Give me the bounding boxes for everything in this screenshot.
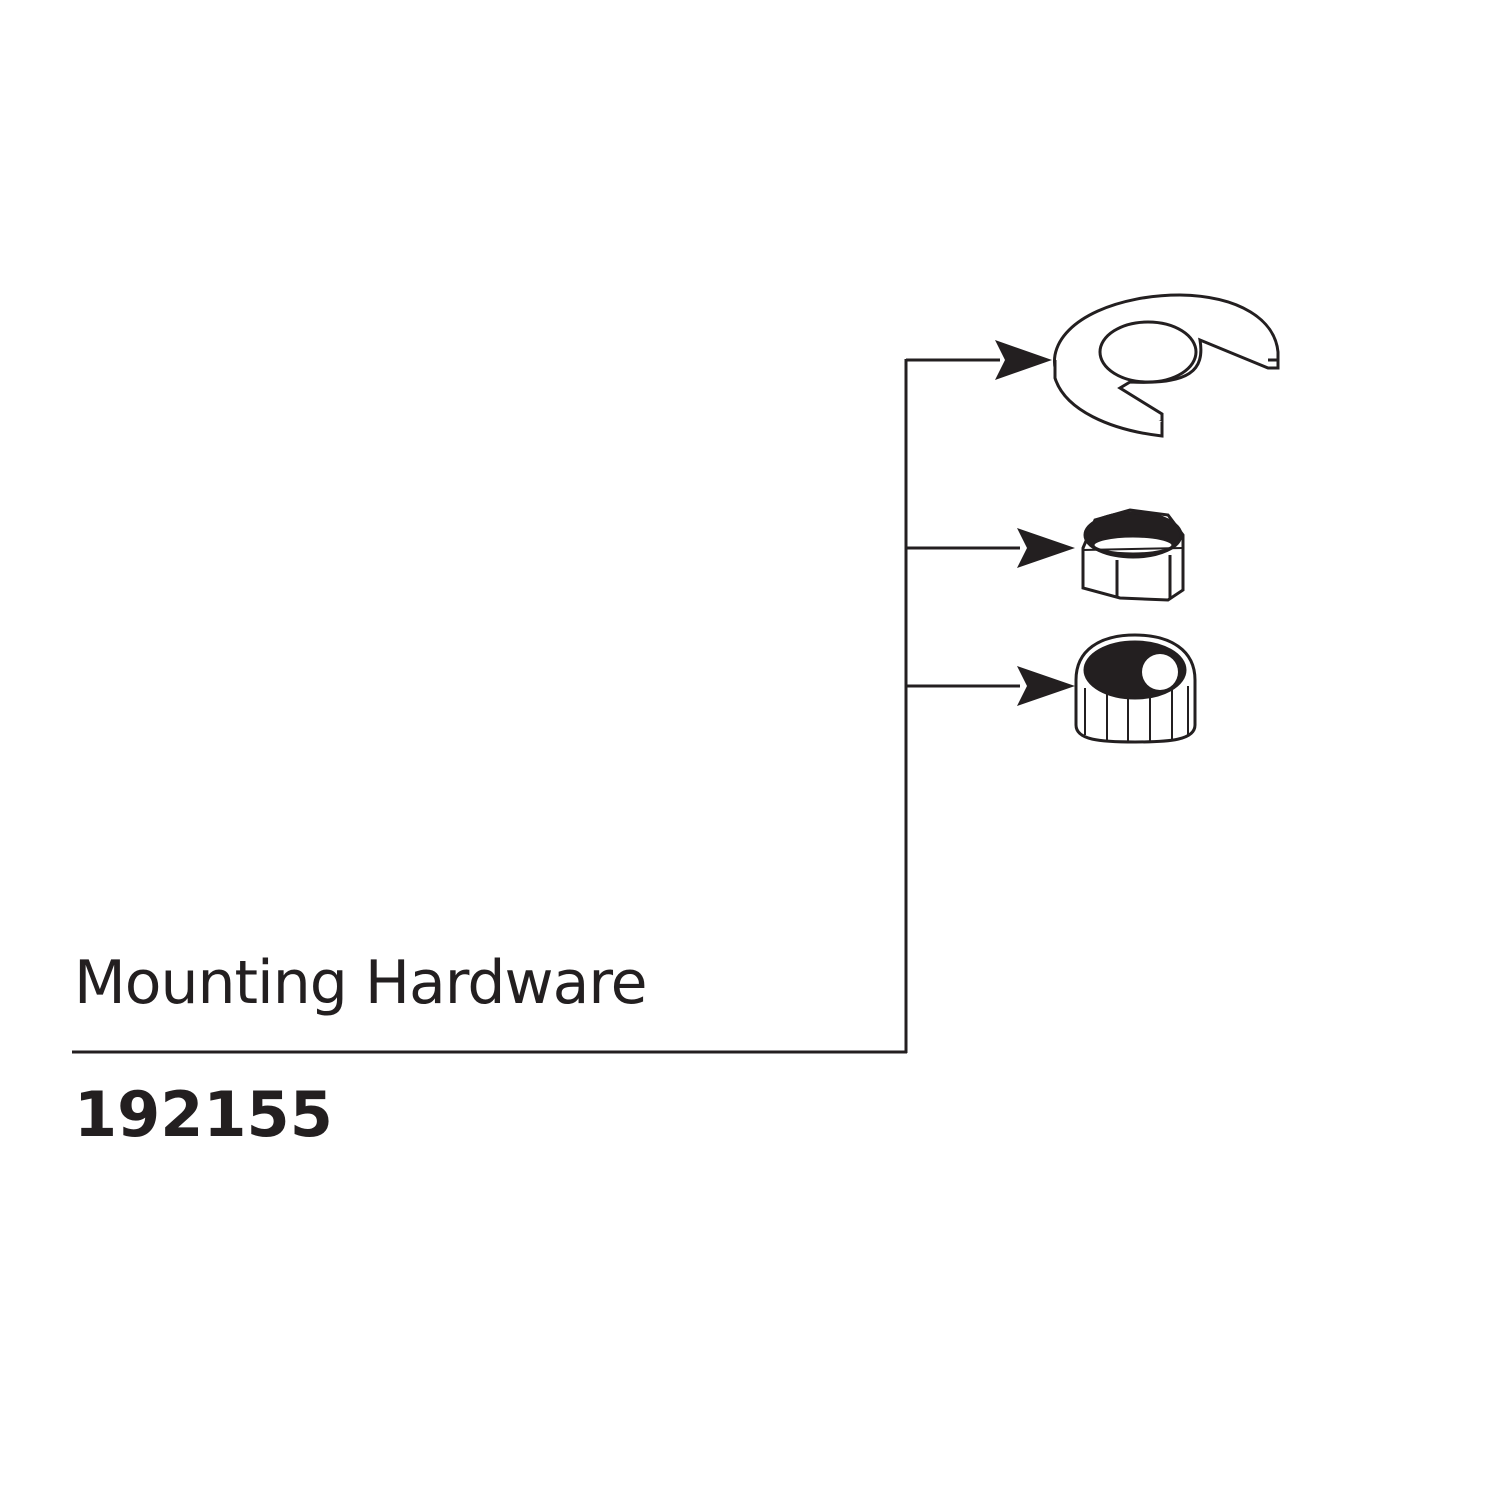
part-number: 192155 (74, 1078, 333, 1151)
arrow-icon (995, 340, 1052, 380)
washer-icon (1052, 293, 1280, 438)
coupling-nut-icon (1074, 633, 1197, 744)
hex-nut-icon (1081, 508, 1185, 602)
diagram-title: Mounting Hardware (74, 948, 648, 1018)
arrowheads (995, 340, 1075, 706)
leader-lines (72, 358, 1020, 1054)
arrow-icon (1017, 528, 1075, 568)
arrow-icon (1017, 666, 1075, 706)
